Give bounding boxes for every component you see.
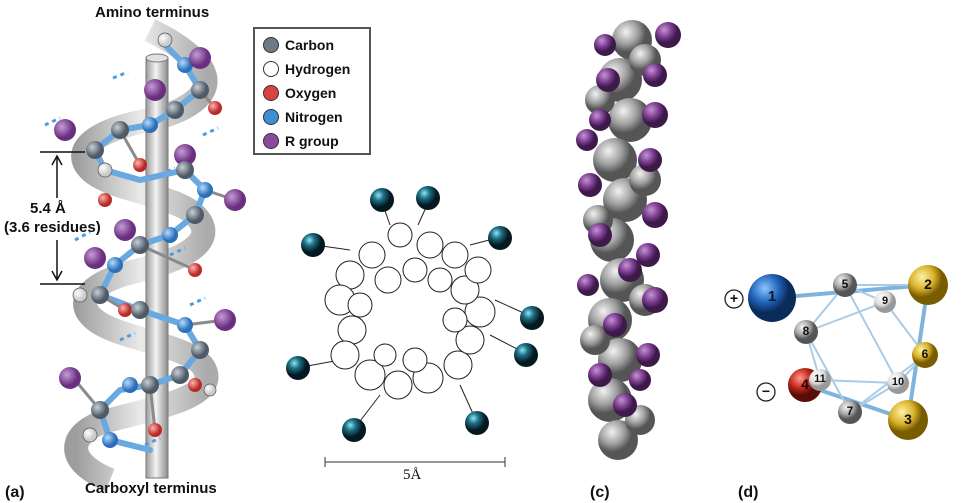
carboxyl-terminus-label: Carboxyl terminus xyxy=(85,480,217,497)
wheel-node-3: 3 xyxy=(904,411,912,427)
carbon-swatch xyxy=(263,37,279,53)
panel-a-letter: (a) xyxy=(5,484,25,501)
minus-charge-sign: − xyxy=(761,383,771,399)
pitch-value-label: 5.4 Å xyxy=(30,200,66,217)
legend-item-hydrogen: Hydrogen xyxy=(263,58,350,80)
wheel-node-11: 11 xyxy=(814,373,826,385)
nitrogen-swatch xyxy=(263,109,279,125)
atom-legend: Carbon Hydrogen Oxygen Nitrogen R group xyxy=(253,27,371,155)
wheel-node-10: 10 xyxy=(891,376,905,388)
alpha-helix-ball-and-stick xyxy=(40,19,246,492)
wheel-node-2: 2 xyxy=(924,276,932,292)
wheel-node-1: 1 xyxy=(767,288,777,305)
oxygen-swatch xyxy=(263,85,279,101)
wheel-node-9: 9 xyxy=(881,295,889,307)
wheel-node-5: 5 xyxy=(841,277,849,291)
wheel-node-6: 6 xyxy=(921,347,929,361)
amino-terminus-label: Amino terminus xyxy=(95,4,210,21)
wheel-node-4: 4 xyxy=(801,376,809,392)
scale-bar-label: 5Å xyxy=(403,467,422,483)
wheel-node-7: 7 xyxy=(846,404,854,418)
legend-label: Nitrogen xyxy=(285,109,343,125)
plus-charge-sign: + xyxy=(729,290,739,306)
legend-label: R group xyxy=(285,133,339,149)
legend-label: Oxygen xyxy=(285,85,337,101)
legend-item-r-group: R group xyxy=(263,130,339,152)
pitch-residues-label: (3.6 residues) xyxy=(4,219,101,236)
legend-item-oxygen: Oxygen xyxy=(263,82,336,104)
r-group-swatch xyxy=(263,133,279,149)
legend-item-carbon: Carbon xyxy=(263,34,334,56)
panel-d-letter: (d) xyxy=(738,484,759,501)
legend-label: Hydrogen xyxy=(285,61,351,77)
panel-c-letter: (c) xyxy=(590,484,610,501)
wheel-node-8: 8 xyxy=(802,324,810,338)
hydrogen-swatch xyxy=(263,61,279,77)
legend-item-nitrogen: Nitrogen xyxy=(263,106,343,128)
legend-label: Carbon xyxy=(285,37,334,53)
